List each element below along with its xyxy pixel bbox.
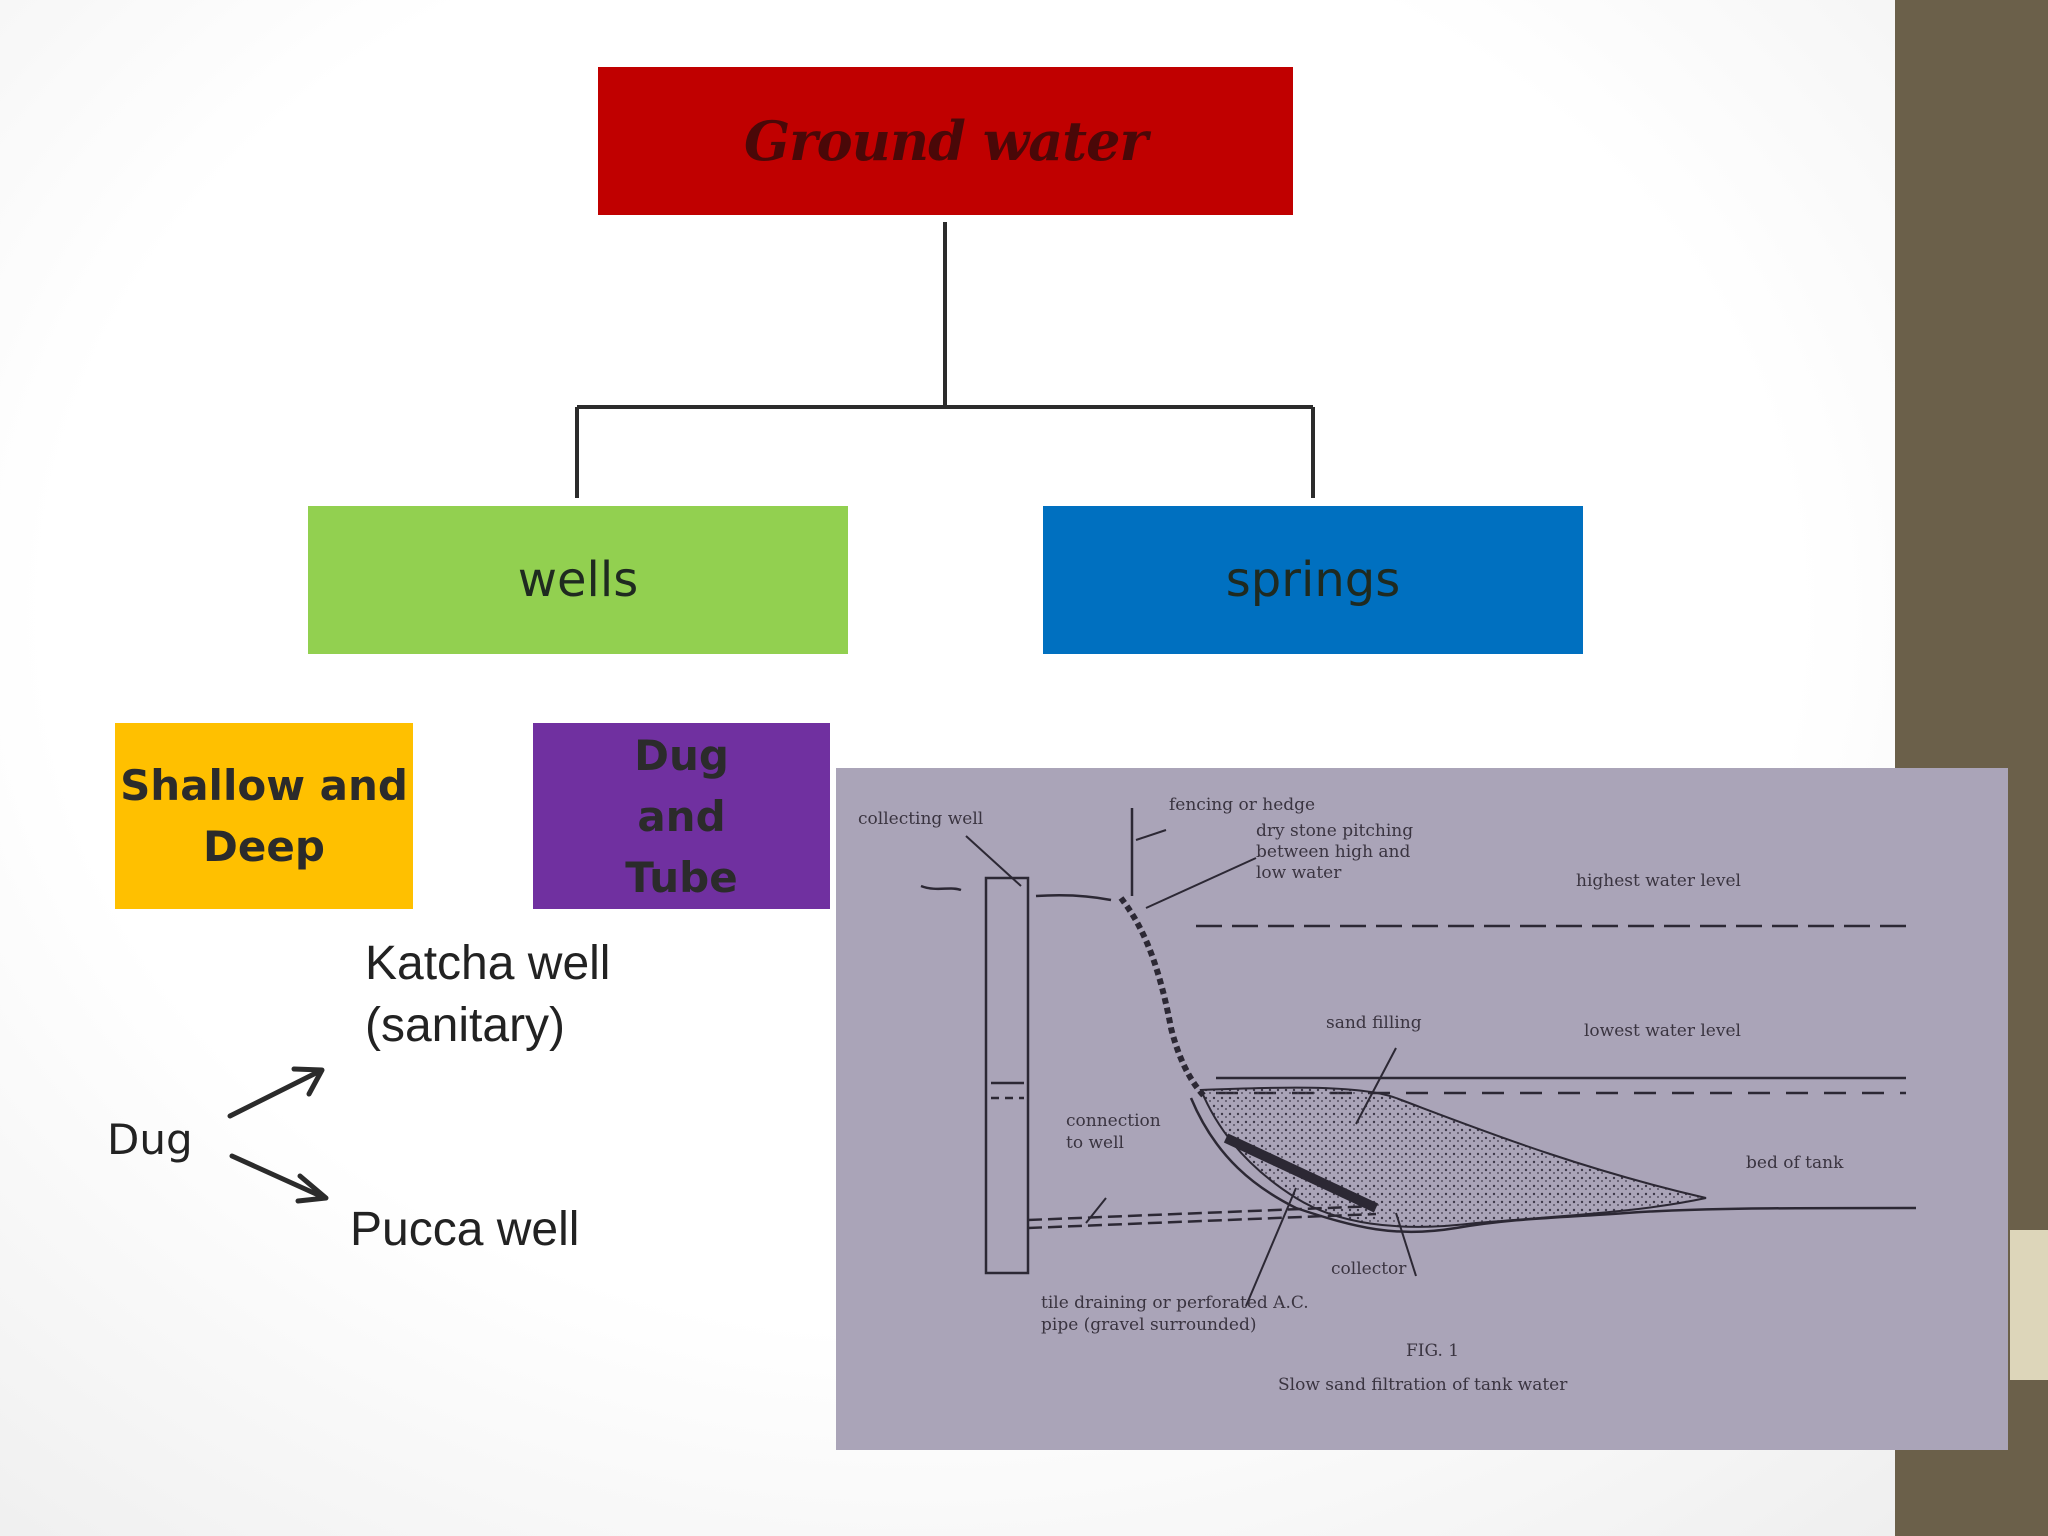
figure-caption: Slow sand filtration of tank water bbox=[1278, 1375, 1568, 1395]
pucca-well-label: Pucca well bbox=[350, 1203, 580, 1256]
ground-water-box: Ground water bbox=[598, 67, 1293, 215]
pitched-bank bbox=[1118, 896, 1209, 1101]
springs-label: springs bbox=[1225, 552, 1401, 608]
ground-right bbox=[1035, 893, 1112, 902]
label-collecting-well: collecting well bbox=[858, 809, 983, 829]
shallow-deep-label: Shallow and Deep bbox=[120, 761, 408, 871]
label-lowest-water: lowest water level bbox=[1584, 1021, 1741, 1041]
label-connection-2: to well bbox=[1066, 1133, 1124, 1153]
label-fencing: fencing or hedge bbox=[1169, 795, 1315, 815]
sand-filling bbox=[1199, 1086, 1707, 1228]
ground-water-label: Ground water bbox=[744, 109, 1148, 173]
ground-left bbox=[920, 884, 962, 892]
collecting-well-shaft bbox=[984, 876, 1030, 1275]
decorative-side-accent bbox=[2010, 1230, 2048, 1380]
label-pitching-1: dry stone pitching bbox=[1256, 821, 1413, 841]
dug-tube-label: Dug and Tube bbox=[625, 730, 738, 902]
slow-sand-filtration-figure: collecting well fencing or hedge dry sto… bbox=[836, 768, 2008, 1450]
tank-bed bbox=[1189, 1097, 1917, 1234]
arrow-to-pucca bbox=[229, 1153, 328, 1201]
collector-pipe bbox=[1223, 1133, 1379, 1213]
arrow-to-katcha-head bbox=[291, 1066, 325, 1097]
label-tile-1: tile draining or perforated A.C. bbox=[1041, 1293, 1309, 1313]
shallow-deep-box: Shallow and Deep bbox=[115, 723, 413, 909]
wells-label: wells bbox=[517, 552, 639, 608]
dug-label: Dug bbox=[107, 1115, 193, 1164]
springs-box: springs bbox=[1043, 506, 1583, 654]
arrow-to-katcha bbox=[227, 1068, 323, 1119]
figure-drawing: collecting well fencing or hedge dry sto… bbox=[836, 768, 2008, 1450]
arrow-to-pucca-head bbox=[295, 1173, 329, 1204]
label-highest-water: highest water level bbox=[1576, 871, 1741, 891]
label-sand-filling: sand filling bbox=[1326, 1013, 1422, 1033]
wells-box: wells bbox=[308, 506, 848, 654]
label-collector: collector bbox=[1331, 1259, 1407, 1279]
label-tile-2: pipe (gravel surrounded) bbox=[1041, 1315, 1256, 1335]
figure-number: FIG. 1 bbox=[1406, 1341, 1459, 1361]
dug-tube-box: Dug and Tube bbox=[533, 723, 830, 909]
label-pitching-3: low water bbox=[1256, 863, 1342, 883]
connection-pipe-2 bbox=[1027, 1212, 1377, 1230]
label-connection-1: connection bbox=[1066, 1111, 1161, 1131]
label-pitching-2: between high and bbox=[1256, 842, 1411, 862]
label-bed-of-tank: bed of tank bbox=[1746, 1153, 1844, 1173]
katcha-well-label: Katcha well (sanitary) bbox=[365, 937, 611, 1052]
